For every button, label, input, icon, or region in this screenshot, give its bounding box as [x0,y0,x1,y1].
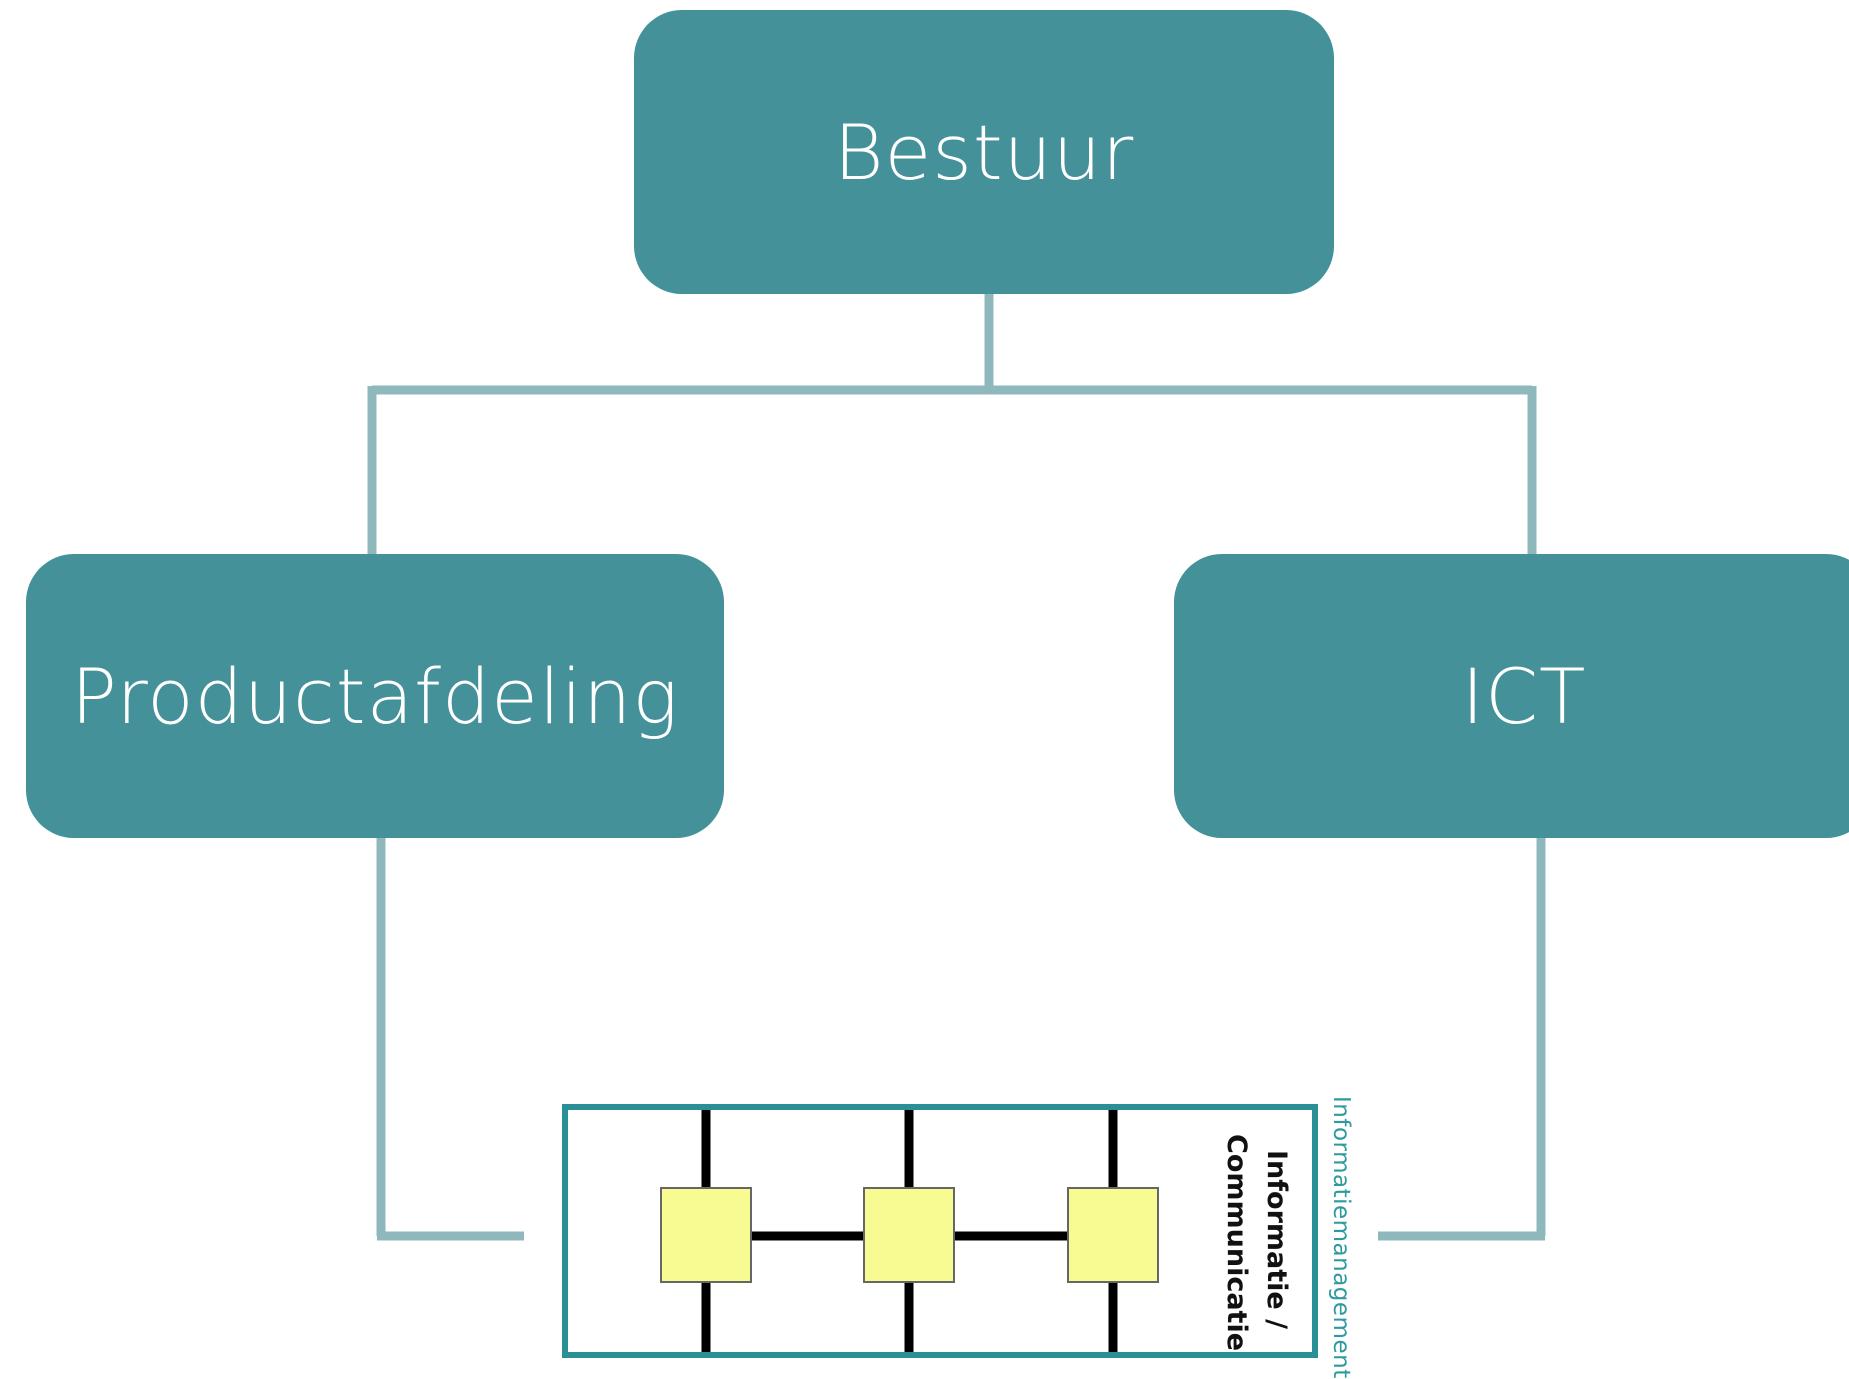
node-ict-label: ICT [1461,651,1587,741]
node-ict: ICT [1174,554,1849,838]
node-productafdeling-label: Productafdeling [71,651,679,741]
process-box-3 [1067,1187,1159,1283]
node-productafdeling: Productafdeling [26,554,724,838]
node-bestuur: Bestuur [634,10,1334,294]
process-box-1 [660,1187,752,1283]
image-label-informatie: Informatie / [1261,1150,1292,1329]
image-title-label: Informatiemanagement [1328,1096,1354,1379]
image-label-communicatie: Communicatie [1221,1134,1252,1352]
information-management-image [562,1104,1318,1358]
node-bestuur-label: Bestuur [833,107,1135,197]
process-box-2 [863,1187,955,1283]
